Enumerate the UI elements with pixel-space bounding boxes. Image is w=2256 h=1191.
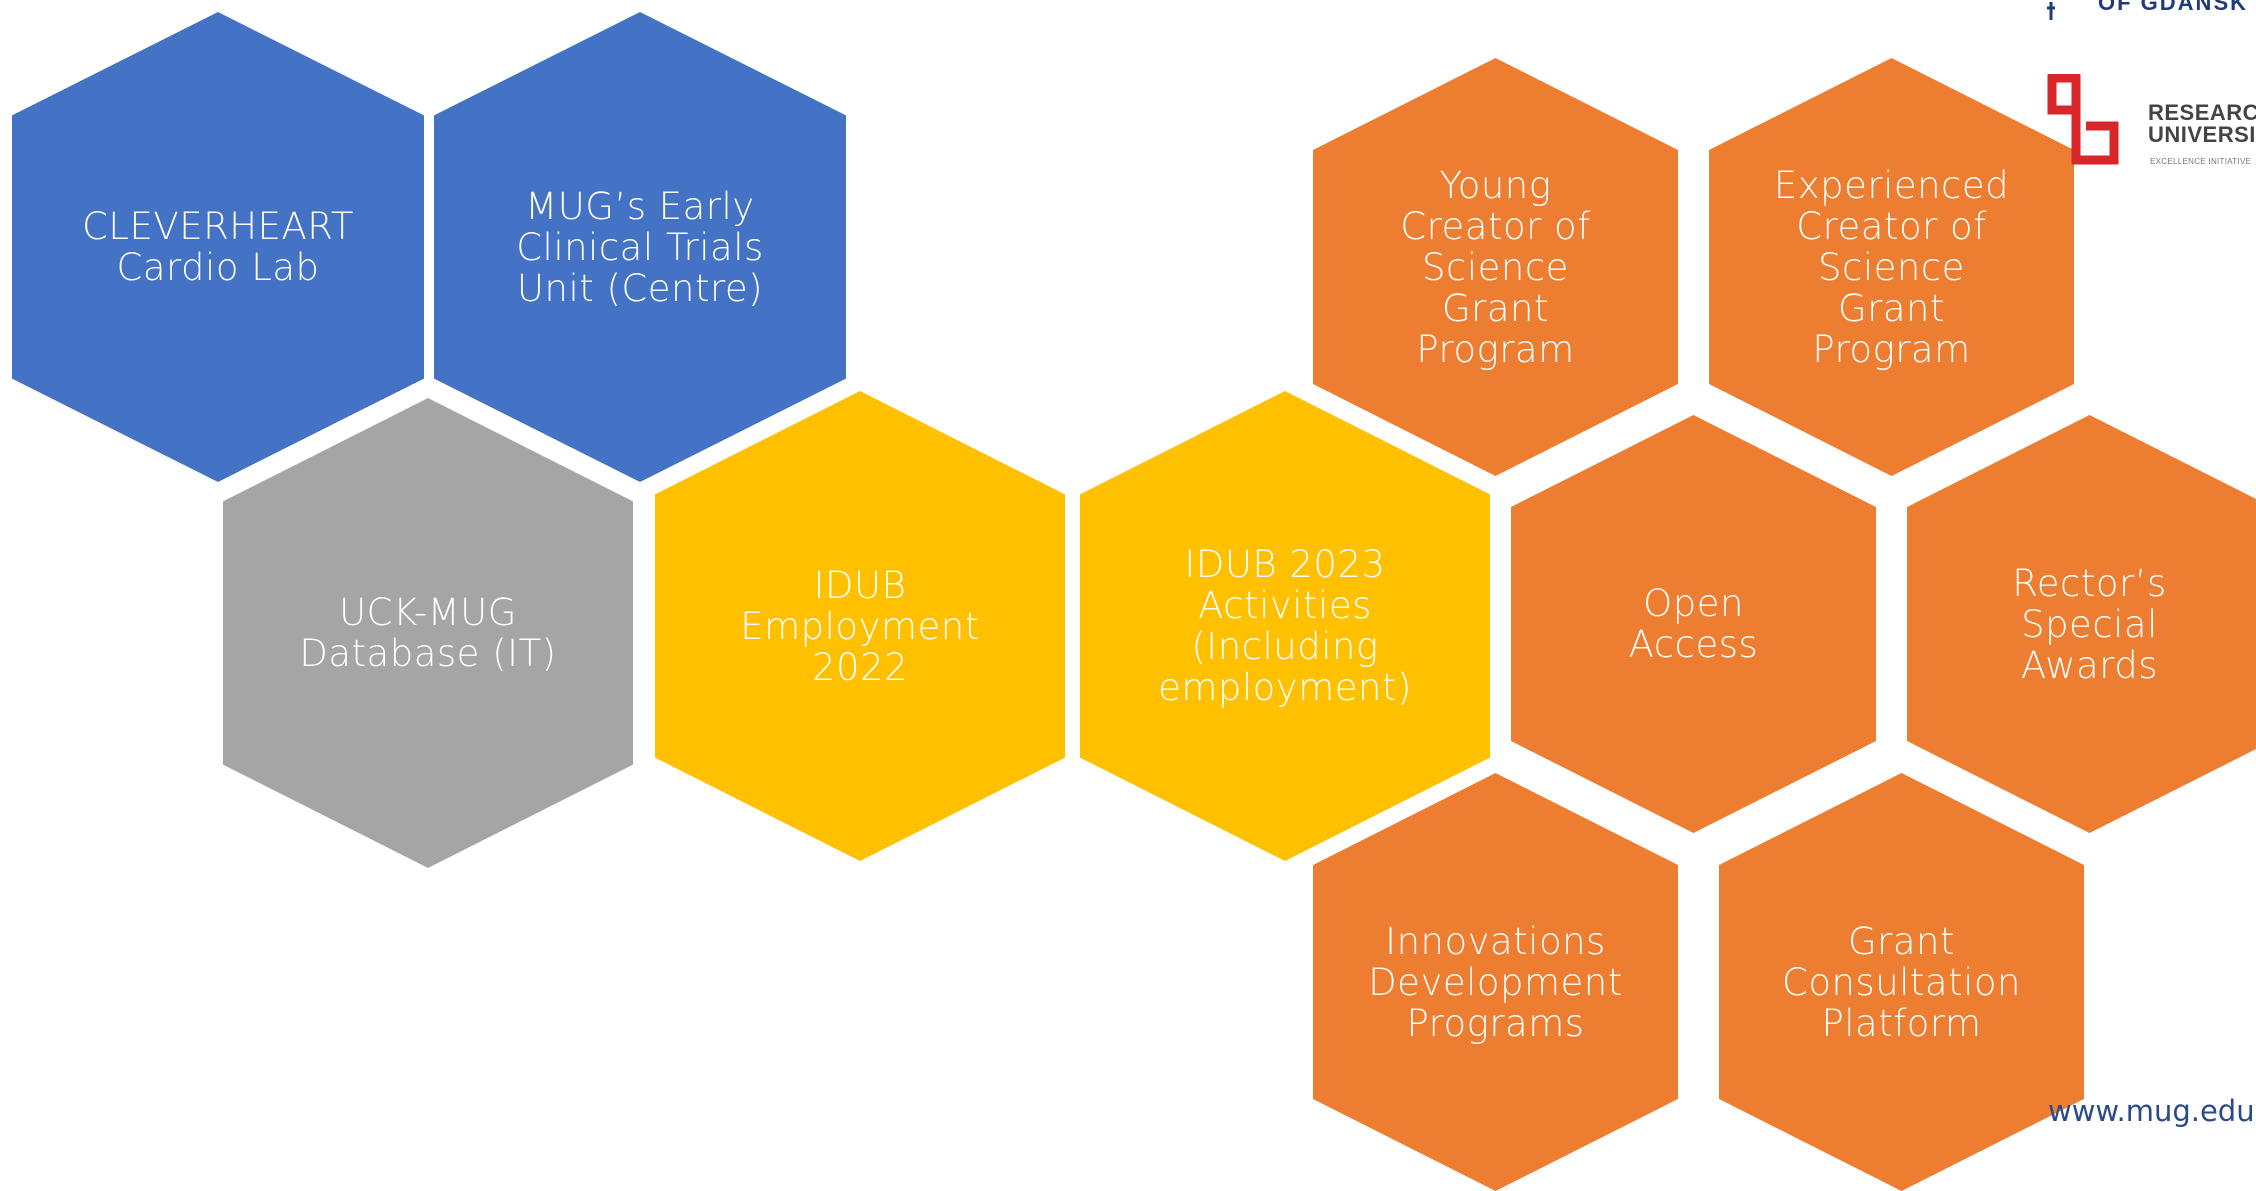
hexagon-label: MUG’s Early Clinical Trials Unit (Centre… <box>516 184 764 310</box>
hexagon-label: Experienced Creator of Science Grant Pro… <box>1773 163 2010 371</box>
research-university-logo-icon <box>2047 74 2119 165</box>
hexagon-young-creator: Young Creator of Science Grant Program <box>1313 58 1678 476</box>
university-name: OF GDANSK <box>2098 0 2248 15</box>
excellence-initiative-text: EXCELLENCE INITIATIVE <box>2150 157 2252 166</box>
hexagon-rectors-awards: Rector’s Special Awards <box>1907 415 2256 833</box>
hexagon-label: Young Creator of Science Grant Program <box>1400 163 1591 371</box>
hexagon-idub-2023: IDUB 2023 Activities (Including employme… <box>1080 391 1490 861</box>
hexagon-label: Innovations Development Programs <box>1368 919 1623 1045</box>
hexagon-label: Grant Consultation Platform <box>1782 919 2021 1045</box>
hexagon-label: UCK-MUG Database (IT) <box>299 591 557 675</box>
hexagon-open-access: Open Access <box>1511 415 1876 833</box>
hexagon-uck-database: UCK-MUG Database (IT) <box>223 398 633 868</box>
hexagon-idub-2022: IDUB Employment 2022 <box>655 391 1065 861</box>
hexagon-label: IDUB Employment 2022 <box>740 563 980 689</box>
hexagon-label: CLEVERHEART Cardio Lab <box>82 205 354 289</box>
hexagon-cleverheart: CLEVERHEART Cardio Lab <box>12 12 424 482</box>
website-link[interactable]: www.mug.edu.pl <box>2048 1094 2256 1128</box>
hexagon-grant-consultation: Grant Consultation Platform <box>1719 773 2084 1191</box>
university-emblem-icon <box>2047 2 2055 20</box>
hexagon-label: IDUB 2023 Activities (Including employme… <box>1158 543 1412 709</box>
hexagon-label: Open Access <box>1628 582 1759 666</box>
research-university-text: RESEARCH UNIVERSITY <box>2148 100 2256 147</box>
hexagon-innovations-programs: Innovations Development Programs <box>1313 773 1678 1191</box>
hexagon-clinical-trials-unit: MUG’s Early Clinical Trials Unit (Centre… <box>434 12 846 482</box>
hexagon-label: Rector’s Special Awards <box>2012 561 2167 687</box>
hexagon-experienced-creator: Experienced Creator of Science Grant Pro… <box>1709 58 2074 476</box>
